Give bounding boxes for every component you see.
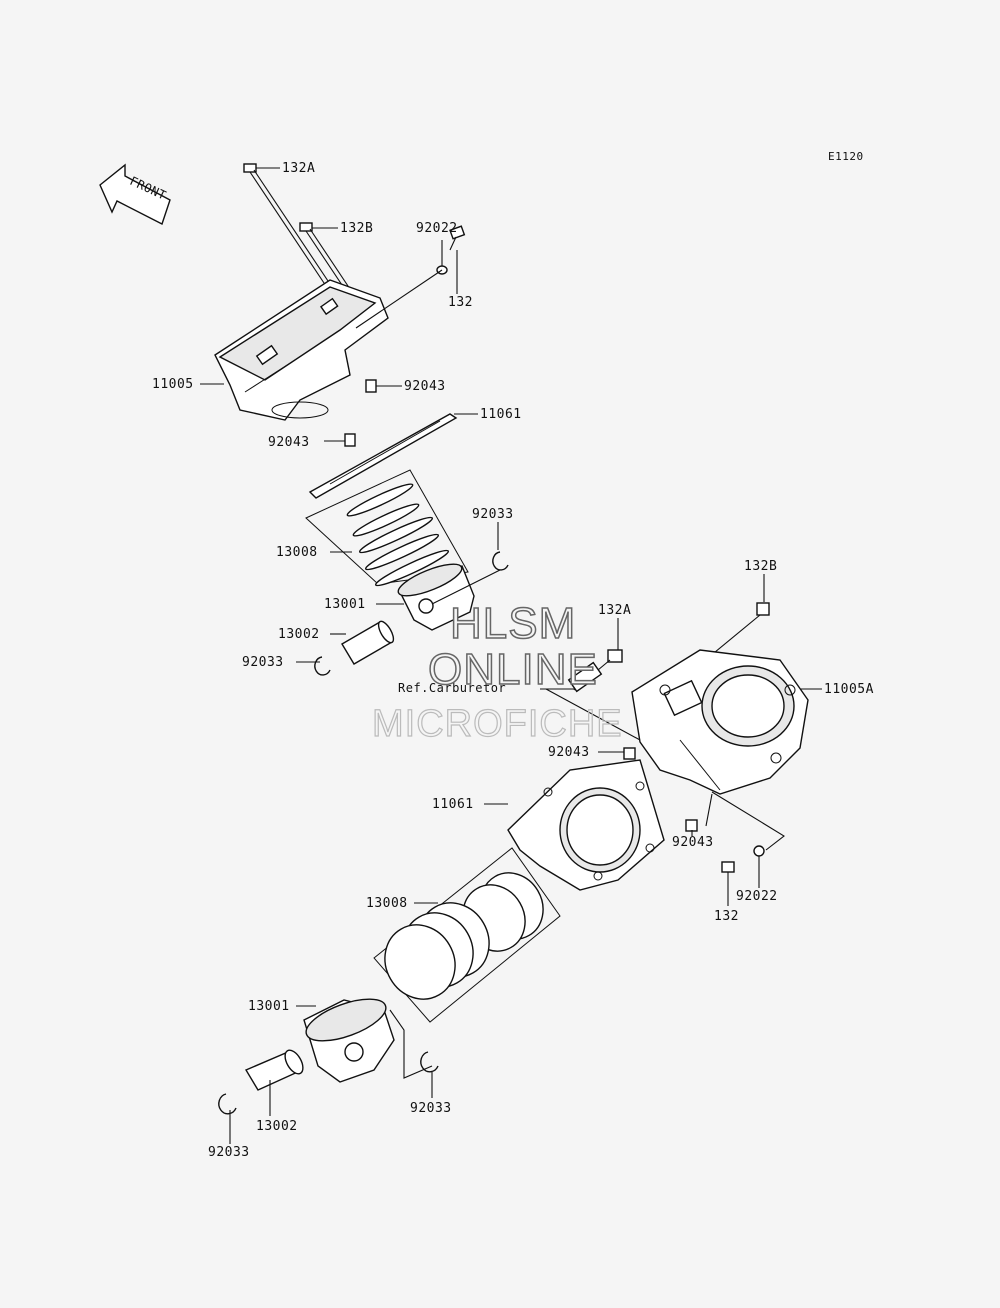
circlip-92033-lower-b-icon — [218, 1093, 237, 1115]
bolt-132a-upper-icon — [243, 163, 335, 293]
piston-13001-lower-icon — [303, 998, 395, 1083]
piston-13001-upper-icon — [397, 563, 475, 631]
callout-132-lower: 132 — [714, 909, 739, 924]
carburetor-ref-spigot-icon — [567, 661, 603, 693]
callout-132a-lower: 132A — [598, 603, 631, 618]
piston-rings-13008-lower-icon — [373, 847, 561, 1023]
bolt-132-lower-icon — [721, 861, 735, 886]
callout-13002-upper: 13002 — [278, 627, 320, 642]
callout-92043-upper-b: 92043 — [268, 435, 310, 450]
dowel-92043-lower-a-icon — [623, 747, 636, 760]
piston-pin-13002-lower-icon — [244, 1049, 304, 1091]
circlip-92033-lower-a-icon — [420, 1051, 439, 1073]
gasket-11061-lower-icon — [507, 759, 665, 891]
watermark-line2: ONLINE — [428, 645, 598, 694]
watermark-line3: MICROFICHE — [372, 703, 623, 745]
dowel-92043-a-icon — [365, 379, 377, 393]
callout-11061-lower: 11061 — [432, 797, 474, 812]
callout-13001-lower: 13001 — [248, 999, 290, 1014]
callout-92043-upper-a: 92043 — [404, 379, 446, 394]
cylinder-11005-icon — [214, 279, 389, 421]
front-arrow-icon: FRONT — [99, 163, 171, 225]
callout-13008-upper: 13008 — [276, 545, 318, 560]
circlip-92033-upper-b-icon — [314, 656, 331, 676]
callout-92043-lower-b: 92043 — [672, 835, 714, 850]
dowel-92043-lower-b-icon — [685, 819, 698, 832]
reference-note: Ref.Carburetor — [398, 681, 506, 695]
cylinder-11005a-icon — [631, 649, 809, 795]
callout-92022-upper: 92022 — [416, 221, 458, 236]
callout-92033-lower-b: 92033 — [208, 1145, 250, 1160]
callout-132b-lower: 132B — [744, 559, 777, 574]
callout-92022-lower: 92022 — [736, 889, 778, 904]
callout-132-upper: 132 — [448, 295, 473, 310]
callout-92033-lower-a: 92033 — [410, 1101, 452, 1116]
leader-lines — [200, 167, 822, 1144]
piston-rings-13008-upper-icon — [305, 469, 469, 587]
dowel-92043-b-icon — [344, 433, 356, 447]
callout-11061-upper: 11061 — [480, 407, 522, 422]
circlip-92033-upper-a-icon — [492, 551, 509, 571]
callout-132a-upper: 132A — [282, 161, 315, 176]
diagram-code: E1120 — [828, 150, 864, 163]
callout-92043-lower-a: 92043 — [548, 745, 590, 760]
callout-132b-upper: 132B — [340, 221, 373, 236]
washer-92022-lower-icon — [753, 845, 765, 857]
callout-13002-lower: 13002 — [256, 1119, 298, 1134]
watermark-line1: HLSM — [450, 599, 576, 648]
callout-11005: 11005 — [152, 377, 194, 392]
piston-pin-13002-upper-icon — [341, 620, 395, 665]
callout-92033-upper-b: 92033 — [242, 655, 284, 670]
gasket-11061-upper-icon — [308, 413, 458, 499]
callout-11005a: 11005A — [824, 682, 874, 697]
callout-92033-upper-a: 92033 — [472, 507, 514, 522]
callout-13008-lower: 13008 — [366, 896, 408, 911]
bolt-132-upper-icon — [449, 225, 466, 251]
callout-13001-upper: 13001 — [324, 597, 366, 612]
